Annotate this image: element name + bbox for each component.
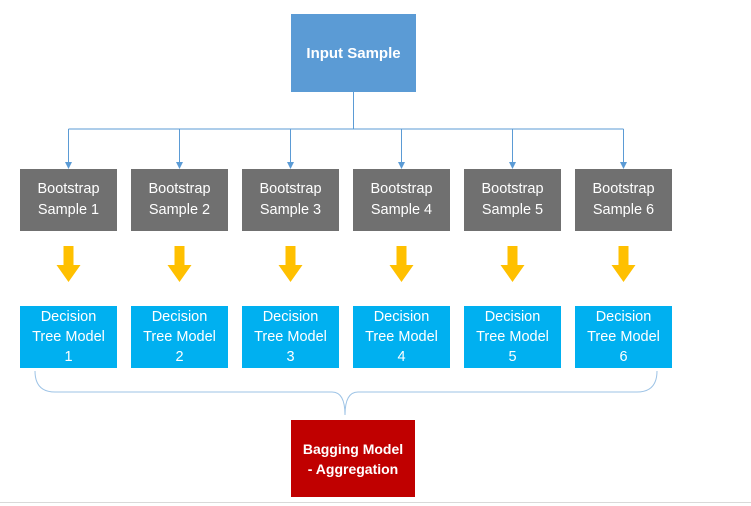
input-sample-label: Input Sample [306,44,401,62]
tree-model-label: Decision Tree Model 6 [587,309,660,365]
bootstrap-sample-6: Bootstrap Sample 6 [575,169,672,231]
down-arrow-icon [611,246,636,282]
down-arrow-icon [278,246,303,282]
decision-tree-model-6: Decision Tree Model 6 [575,306,672,368]
bootstrap-sample-3: Bootstrap Sample 3 [242,169,339,231]
decision-tree-model-2: Decision Tree Model 2 [131,306,228,368]
bootstrap-sample-label: Bootstrap Sample 6 [592,181,655,218]
aggregation-brace [34,370,658,416]
connector-arrowhead-5 [509,162,516,169]
decision-tree-model-5: Decision Tree Model 5 [464,306,561,368]
bootstrap-sample-label: Bootstrap Sample 2 [148,181,211,218]
down-arrow-icon [500,246,525,282]
bootstrap-sample-label: Bootstrap Sample 1 [37,181,100,218]
bagging-aggregation-label: Bagging Model - Aggregation [302,440,404,477]
tree-model-label: Decision Tree Model 3 [254,309,327,365]
bottom-divider [0,502,751,503]
bagging-aggregation-box: Bagging Model - Aggregation [291,420,415,497]
decision-tree-model-1: Decision Tree Model 1 [20,306,117,368]
down-arrow-icon [167,246,192,282]
bootstrap-sample-label: Bootstrap Sample 3 [259,181,322,218]
connector-arrowhead-2 [176,162,183,169]
tree-model-label: Decision Tree Model 5 [476,309,549,365]
tree-model-label: Decision Tree Model 1 [32,309,105,365]
decision-tree-model-3: Decision Tree Model 3 [242,306,339,368]
connector-arrowhead-1 [65,162,72,169]
input-sample-box: Input Sample [291,14,416,92]
decision-tree-model-4: Decision Tree Model 4 [353,306,450,368]
down-arrow-icon [56,246,81,282]
tree-model-label: Decision Tree Model 4 [365,309,438,365]
down-arrows [56,246,636,282]
connector-arrowhead-3 [287,162,294,169]
bootstrap-sample-label: Bootstrap Sample 4 [370,181,433,218]
bootstrap-sample-4: Bootstrap Sample 4 [353,169,450,231]
down-arrow-icon [389,246,414,282]
bootstrap-sample-1: Bootstrap Sample 1 [20,169,117,231]
connectors [65,92,627,169]
connector-arrowhead-6 [620,162,627,169]
connector-arrowhead-4 [398,162,405,169]
tree-model-label: Decision Tree Model 2 [143,309,216,365]
bootstrap-sample-5: Bootstrap Sample 5 [464,169,561,231]
bootstrap-sample-2: Bootstrap Sample 2 [131,169,228,231]
bootstrap-sample-label: Bootstrap Sample 5 [481,181,544,218]
